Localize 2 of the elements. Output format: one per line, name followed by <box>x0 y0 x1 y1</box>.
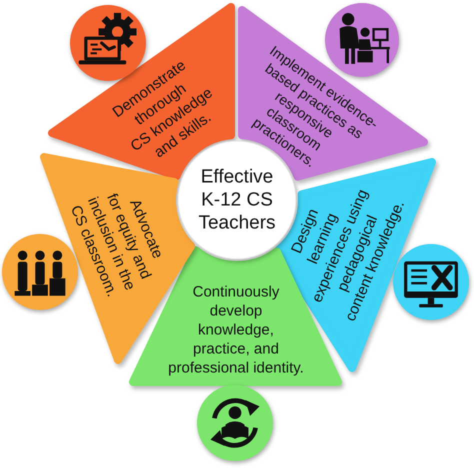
segment-label: Continuously develop knowledge, practice, and professional identity. <box>168 282 304 378</box>
center-label: Effective K-12 CS Teachers <box>198 166 276 234</box>
